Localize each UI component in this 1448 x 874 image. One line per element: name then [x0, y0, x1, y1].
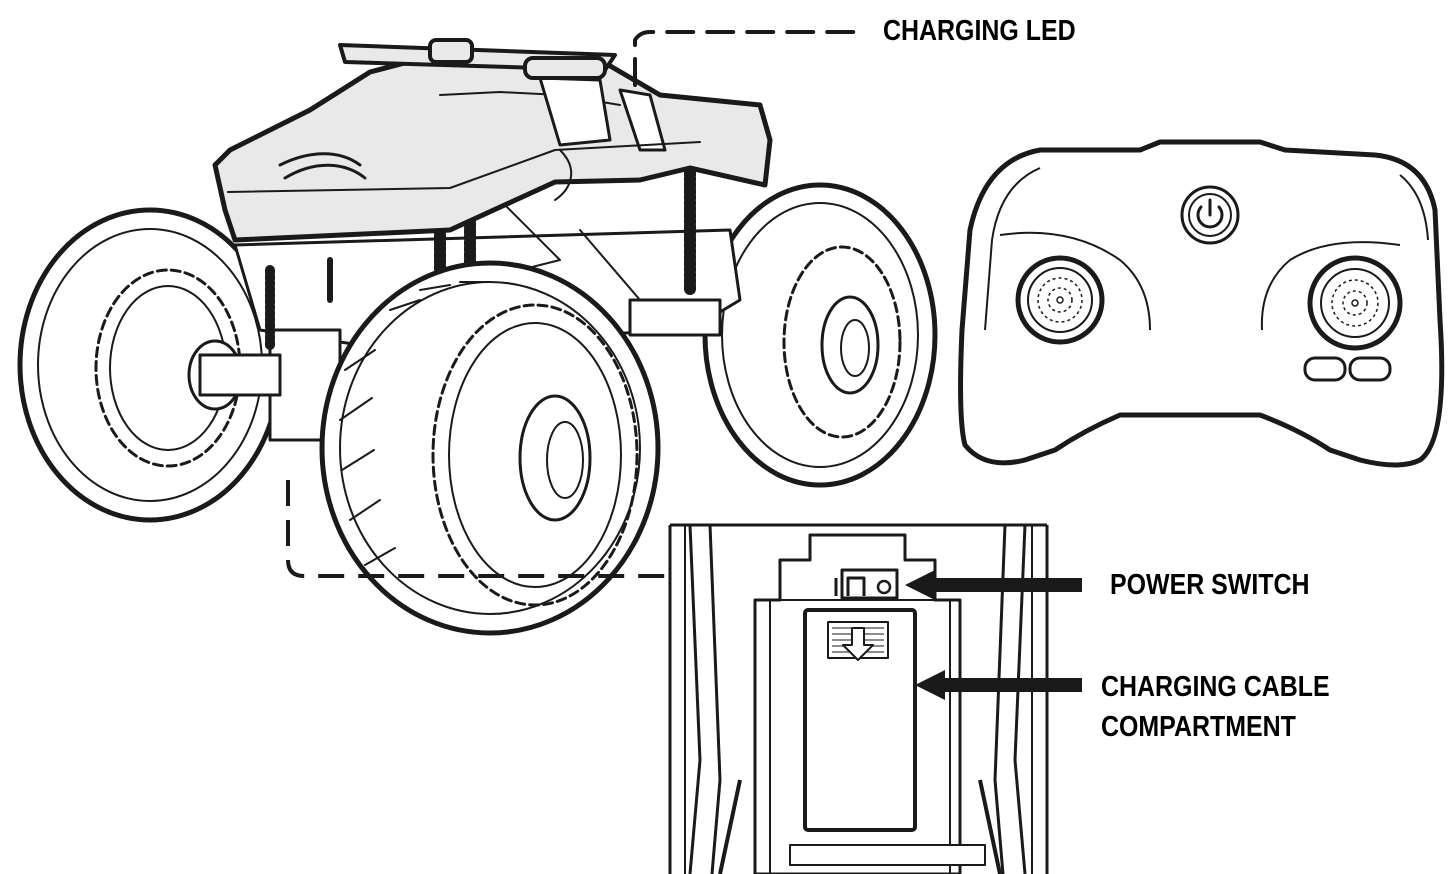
power-switch	[836, 570, 897, 598]
power-switch-arrow	[905, 570, 1082, 600]
remote-controller	[961, 142, 1442, 465]
arrow-down-icon	[828, 622, 888, 660]
remote-joystick-left	[1018, 258, 1102, 342]
charging-led-leader	[635, 32, 865, 85]
remote-joystick-right	[1310, 258, 1400, 348]
underside-detail	[670, 525, 1047, 874]
label-charging-cable-line2: COMPARTMENT	[1101, 710, 1296, 744]
monster-truck	[20, 32, 935, 633]
truck-wheel-rear-right	[705, 185, 935, 485]
remote-button-right	[1350, 358, 1390, 380]
label-charging-cable-line1: CHARGING CABLE	[1101, 670, 1330, 704]
power-icon	[1182, 187, 1238, 243]
label-charging-led: CHARGING LED	[883, 14, 1076, 48]
charging-cable-compartment	[805, 610, 915, 830]
label-power-switch: POWER SWITCH	[1110, 568, 1310, 602]
remote-button-left	[1305, 358, 1345, 380]
